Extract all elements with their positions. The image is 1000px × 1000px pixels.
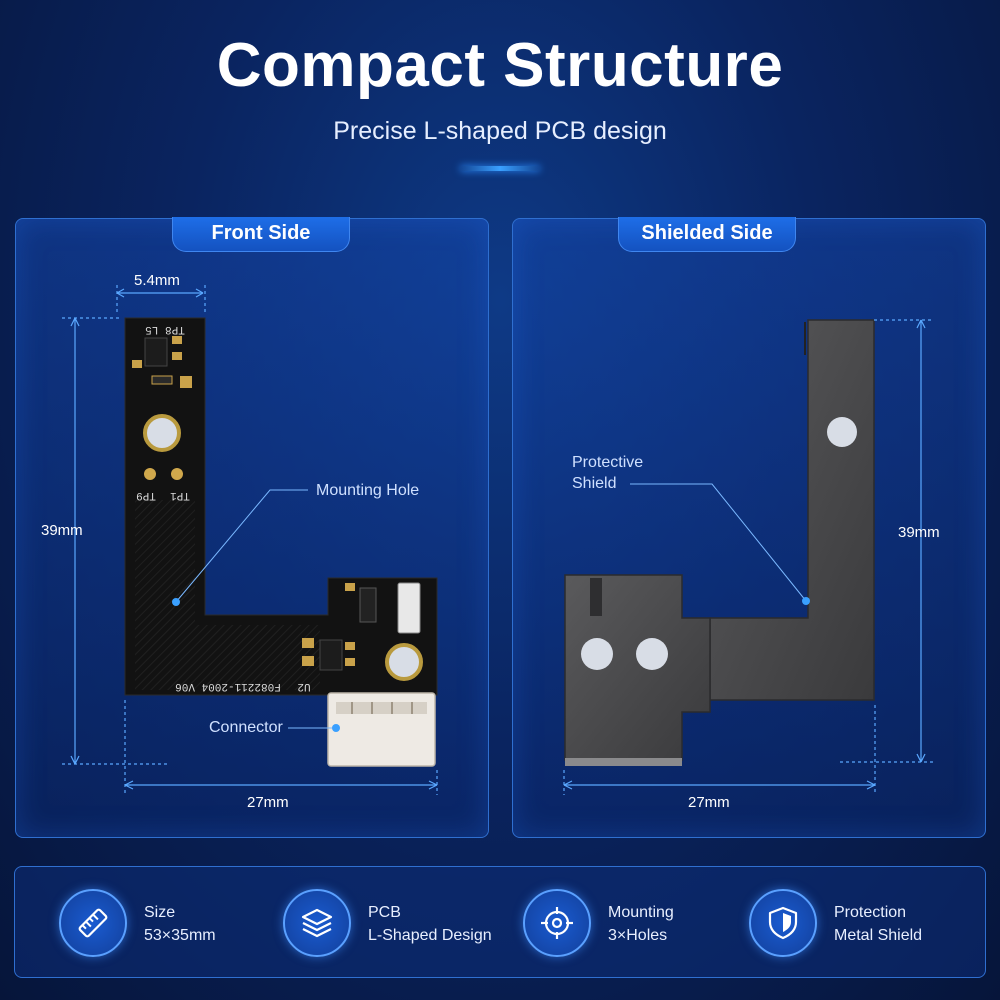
shield-callout-line [630,483,807,602]
feature-protection-value: Metal Shield [834,927,923,944]
shield-board [564,319,875,766]
shield-height-label: 39mm [898,524,940,541]
feature-strip: Size 53×35mm PCB L-Shaped Design [14,866,986,978]
silk-u2-label: U2 [297,680,310,692]
shield-marker [802,597,810,605]
feature-size-title: Size [144,904,176,921]
feature-mounting-title: Mounting [608,904,674,921]
silk-part-label: F082211-2004 V06 [175,680,281,692]
mounting-hole-marker [172,598,180,606]
shielded-side-tab: Shielded Side [618,217,796,252]
front-dimension-lines [62,285,438,795]
crosshair-icon [523,889,591,957]
shielded-side-panel: Shielded Side [512,217,986,838]
connector-callout: Connector [209,719,283,736]
feature-pcb-value: L-Shaped Design [368,927,492,944]
page-title: Compact Structure [216,31,784,100]
feature-protection-title: Protection [834,904,907,921]
layers-icon [283,889,351,957]
front-height-label: 39mm [41,522,83,539]
feature-size-value: 53×35mm [144,927,216,944]
title-underline [460,166,540,171]
feature-pcb-title: PCB [368,904,401,921]
front-width-top-label: 5.4mm [134,272,180,289]
silk-top-label: TP8 L5 [145,323,185,335]
feature-mounting-value: 3×Holes [608,927,668,944]
shield-width-bottom-label: 27mm [688,794,730,811]
page-subtitle: Precise L-shaped PCB design [333,117,667,145]
protective-shield-callout: Protective Shield [572,454,644,492]
ruler-icon [59,889,127,957]
front-width-bottom-label: 27mm [247,794,289,811]
connector-marker [332,724,340,732]
front-callout-lines [175,489,336,729]
front-side-tab: Front Side [172,217,350,252]
shield-dimension-lines [563,319,934,795]
pcb-front-board [124,317,438,767]
silk-tp9-label: TP9 [136,489,156,501]
shield-check-icon [749,889,817,957]
silk-tp1-label: TP1 [170,489,190,501]
mounting-hole-callout: Mounting Hole [316,482,420,499]
